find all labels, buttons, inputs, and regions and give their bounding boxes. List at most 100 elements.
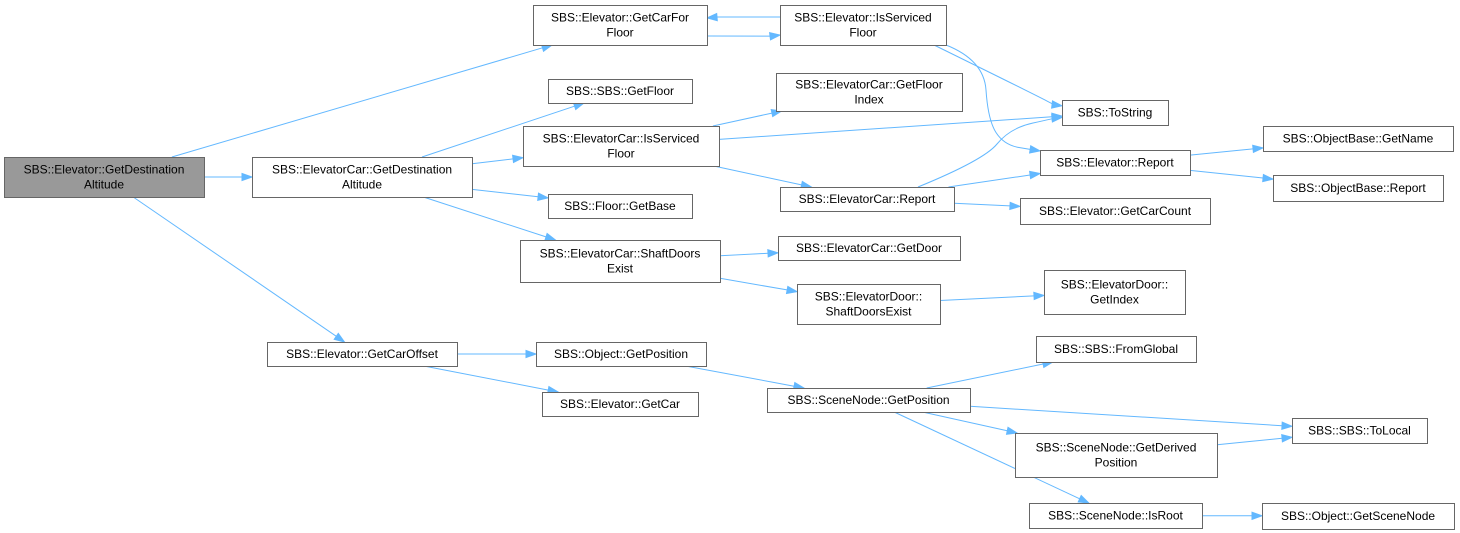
node-el_getcarcount[interactable]: SBS::Elevator::GetCarCount bbox=[1020, 198, 1211, 225]
node-label-line: GetIndex bbox=[1090, 293, 1139, 307]
edge-arrowhead bbox=[1077, 494, 1091, 504]
node-label-line: SBS::SBS::GetFloor bbox=[566, 84, 674, 98]
edge-arrowhead bbox=[705, 12, 718, 22]
node-edoor_getindex[interactable]: SBS::ElevatorDoor::GetIndex bbox=[1044, 270, 1186, 315]
node-label-line: Altitude bbox=[342, 178, 382, 192]
node-sbs_getfloor[interactable]: SBS::SBS::GetFloor bbox=[548, 79, 693, 104]
edge-ec_report-to-el_report bbox=[948, 170, 1042, 188]
node-box bbox=[767, 388, 971, 413]
edge-arrowhead bbox=[333, 332, 346, 343]
node-label-line: SBS::Elevator::GetCar bbox=[560, 397, 680, 411]
node-ec_getdoor[interactable]: SBS::ElevatorCar::GetDoor bbox=[778, 236, 961, 261]
node-obj_getscenenode[interactable]: SBS::Object::GetSceneNode bbox=[1262, 503, 1455, 530]
edge-arrowhead bbox=[1252, 144, 1265, 154]
edge-line bbox=[945, 44, 1033, 151]
edge-el_isservicedfloor-to-el_report bbox=[945, 44, 1042, 154]
node-label-line: SBS::Elevator::IsServiced bbox=[794, 11, 931, 25]
node-label-line: SBS::ElevatorDoor:: bbox=[815, 290, 922, 304]
node-ob_getname[interactable]: SBS::ObjectBase::GetName bbox=[1263, 126, 1454, 152]
node-sbs_tostring[interactable]: SBS::ToString bbox=[1062, 100, 1169, 126]
node-box bbox=[1020, 198, 1211, 225]
node-label-line: SBS::ElevatorCar::GetDoor bbox=[796, 241, 942, 255]
node-ob_report[interactable]: SBS::ObjectBase::Report bbox=[1273, 175, 1444, 202]
node-el_getcaroffset[interactable]: SBS::Elevator::GetCarOffset bbox=[267, 342, 458, 367]
edge-root-to-el_getcarforfloor bbox=[171, 43, 554, 158]
edge-el_isservicedfloor-to-el_getcarforfloor bbox=[705, 12, 780, 22]
edge-ec_isservicedfloor-to-ec_getfloorindex bbox=[712, 109, 784, 127]
edge-line bbox=[922, 411, 1008, 432]
node-el_report[interactable]: SBS::Elevator::Report bbox=[1040, 150, 1191, 176]
edge-el_getcaroffset-to-el_getcar bbox=[423, 365, 560, 395]
edge-ec_report-to-sbs_tostring bbox=[917, 114, 1064, 188]
node-floor_getbase[interactable]: SBS::Floor::GetBase bbox=[548, 194, 693, 219]
node-box bbox=[1029, 503, 1203, 529]
edge-line bbox=[171, 47, 543, 158]
edge-ec_shaftdoorsexist-to-ec_getdoor bbox=[719, 249, 780, 258]
node-ec_shaftdoorsexist[interactable]: SBS::ElevatorCar::ShaftDoorsExist bbox=[520, 240, 721, 283]
node-box bbox=[1262, 503, 1455, 530]
node-label-line: SBS::SBS::ToLocal bbox=[1308, 424, 1411, 438]
edge-line bbox=[969, 405, 1283, 427]
edge-sn_getderivedposition-to-sbs_tolocal bbox=[1216, 434, 1294, 446]
edge-line bbox=[421, 105, 575, 158]
edge-ec_shaftdoorsexist-to-ed_shaftdoorsexist bbox=[719, 277, 799, 295]
edge-line bbox=[713, 165, 802, 186]
node-box bbox=[252, 157, 473, 198]
edge-sn_getposition-to-sn_getderivedposition bbox=[922, 411, 1019, 435]
edge-el_report-to-ob_report bbox=[1189, 169, 1275, 183]
node-label-line: SBS::Object::GetPosition bbox=[554, 347, 688, 361]
edge-ed_shaftdoorsexist-to-edoor_getindex bbox=[939, 291, 1046, 301]
edge-arrowhead bbox=[785, 285, 799, 295]
node-box bbox=[1040, 150, 1191, 176]
edge-arrowhead bbox=[1051, 114, 1064, 123]
node-label-line: SBS::Elevator::GetCarCount bbox=[1039, 204, 1192, 218]
node-box bbox=[1036, 336, 1197, 363]
edge-line bbox=[718, 116, 1053, 140]
node-label-line: SBS::ObjectBase::Report bbox=[1290, 181, 1426, 195]
edge-arrowhead bbox=[1281, 434, 1294, 443]
edge-sn_getposition-to-sbs_tolocal bbox=[969, 405, 1294, 430]
edge-el_report-to-ob_getname bbox=[1189, 144, 1265, 156]
node-el_getcar[interactable]: SBS::Elevator::GetCar bbox=[542, 392, 699, 417]
edge-line bbox=[423, 365, 549, 391]
node-box bbox=[542, 392, 699, 417]
node-sn_isroot[interactable]: SBS::SceneNode::IsRoot bbox=[1029, 503, 1203, 529]
edge-line bbox=[719, 277, 788, 291]
edge-arrowhead bbox=[1033, 291, 1046, 301]
node-label-line: Altitude bbox=[84, 178, 124, 192]
edge-line bbox=[719, 252, 769, 257]
node-label-line: SBS::Floor::GetBase bbox=[564, 199, 676, 213]
node-sn_getposition[interactable]: SBS::SceneNode::GetPosition bbox=[767, 388, 971, 413]
node-ec_report[interactable]: SBS::ElevatorCar::Report bbox=[780, 187, 955, 212]
node-box bbox=[776, 73, 963, 112]
edge-el_getcaroffset-to-obj_getposition bbox=[457, 349, 538, 359]
node-label-line: Index bbox=[854, 93, 883, 107]
node-sbs_tolocal[interactable]: SBS::SBS::ToLocal bbox=[1292, 418, 1428, 444]
edge-line bbox=[1189, 169, 1264, 179]
edge-ec_getdestalt-to-floor_getbase bbox=[471, 188, 550, 202]
edge-arrowhead bbox=[512, 154, 525, 164]
edge-arrowhead bbox=[241, 172, 254, 182]
edge-arrowhead bbox=[537, 192, 550, 202]
edge-arrowhead bbox=[1251, 511, 1264, 521]
edge-root-to-el_getcaroffset bbox=[132, 196, 346, 343]
node-ed_shaftdoorsexist[interactable]: SBS::ElevatorDoor::ShaftDoorsExist bbox=[797, 284, 941, 325]
edge-arrowhead bbox=[767, 249, 780, 258]
edge-sn_getposition-to-sn_isroot bbox=[893, 411, 1091, 504]
node-obj_getposition[interactable]: SBS::Object::GetPosition bbox=[536, 342, 707, 367]
node-box bbox=[267, 342, 458, 367]
edge-line bbox=[1189, 148, 1254, 156]
node-box bbox=[1273, 175, 1444, 202]
edge-el_isservicedfloor-to-sbs_tostring bbox=[933, 44, 1064, 109]
node-label-line: SBS::Elevator::GetCarOffset bbox=[286, 347, 439, 361]
node-box bbox=[4, 157, 205, 198]
node-box bbox=[548, 194, 693, 219]
node-sbs_fromglobal[interactable]: SBS::SBS::FromGlobal bbox=[1036, 336, 1197, 363]
node-box bbox=[520, 240, 721, 283]
